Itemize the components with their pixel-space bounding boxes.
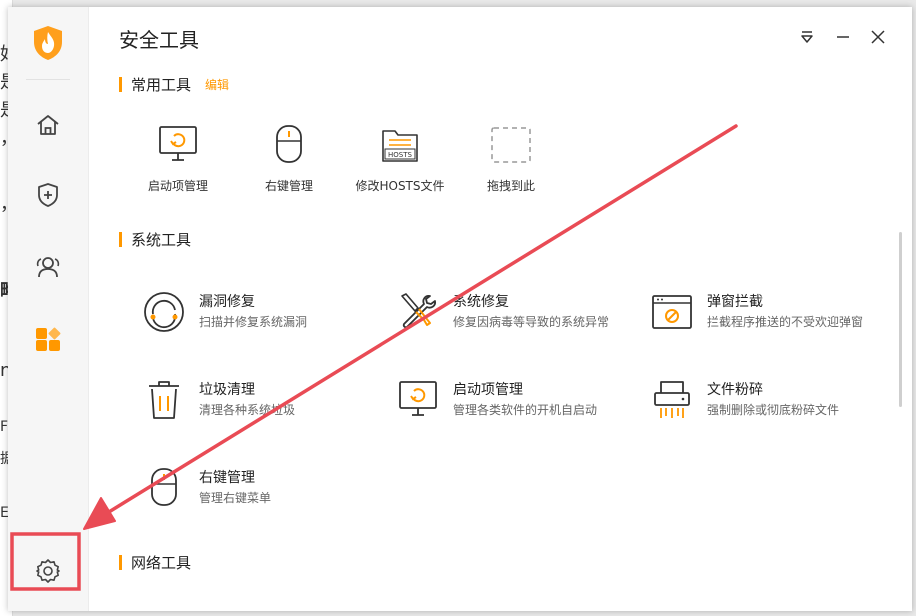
section-accent-bar: [119, 232, 122, 247]
apps-icon: [36, 327, 61, 351]
mouse-icon: [151, 468, 177, 506]
mouse-icon: [276, 125, 302, 163]
shredder-icon: [654, 381, 690, 418]
shield-plus-icon: [38, 183, 58, 207]
sidebar-item-settings[interactable]: [28, 551, 68, 591]
users-icon: [36, 257, 60, 278]
page-title: 安全工具: [119, 28, 199, 52]
popup-block-icon: [652, 295, 692, 329]
sidebar-divider: [26, 79, 70, 80]
tool-name: 垃圾清理: [199, 382, 255, 398]
trash-icon: [149, 381, 179, 419]
quick-tool-drop-target[interactable]: 拖拽到此: [456, 123, 566, 194]
close-button[interactable]: [866, 25, 890, 49]
section-title: 系统工具: [131, 231, 192, 249]
sidebar-item-toolbox[interactable]: [28, 320, 68, 360]
tool-description: 清理各种系统垃圾: [199, 403, 296, 417]
tool-description: 修复因病毒等导致的系统异常: [453, 315, 610, 329]
tool-description: 管理各类软件的开机自启动: [453, 403, 598, 417]
quick-tool-hosts-file[interactable]: HOSTS 修改HOSTS文件: [345, 123, 455, 194]
wrench-screwdriver-icon: [401, 293, 437, 329]
tool-startup-manager[interactable]: 启动项管理 管理各类软件的开机自启动: [395, 375, 645, 425]
tool-name: 文件粉碎: [707, 382, 763, 398]
menu-dropdown-button[interactable]: [795, 25, 819, 49]
tool-name: 系统修复: [453, 294, 509, 310]
tool-description: 扫描并修复系统漏洞: [199, 315, 308, 329]
tool-name: 右键管理: [199, 470, 255, 486]
close-icon: [871, 30, 885, 44]
background-text: E: [0, 505, 9, 521]
tool-popup-block[interactable]: 弹窗拦截 拦截程序推送的不受欢迎弹窗: [649, 287, 899, 337]
monitor-startup-icon: [159, 126, 197, 161]
tool-context-menu[interactable]: 右键管理 管理右键菜单: [141, 463, 391, 513]
hosts-folder-icon: HOSTS: [382, 130, 418, 162]
dropdown-triangle-icon: [801, 31, 813, 43]
vulnerability-fix-icon: [144, 292, 184, 332]
tool-system-repair[interactable]: 系统修复 修复因病毒等导致的系统异常: [395, 287, 645, 337]
sidebar-item-users[interactable]: [28, 247, 68, 287]
quick-tool-context-menu[interactable]: 右键管理: [234, 123, 344, 194]
minimize-button[interactable]: [831, 25, 855, 49]
tool-name: 漏洞修复: [199, 294, 255, 310]
tool-vulnerability-fix[interactable]: 漏洞修复 扫描并修复系统漏洞: [141, 287, 391, 337]
scrollbar-thumb[interactable]: [899, 232, 902, 407]
drop-target-icon: [491, 127, 531, 163]
tool-description: 拦截程序推送的不受欢迎弹窗: [707, 315, 864, 329]
quick-tool-label: 修改HOSTS文件: [355, 179, 445, 193]
minimize-icon: [837, 36, 849, 38]
section-accent-bar: [119, 555, 122, 570]
security-tools-window: 安全工具 常用工具 编辑: [8, 7, 912, 611]
edit-link[interactable]: 编辑: [205, 78, 230, 92]
tool-description: 强制删除或彻底粉碎文件: [707, 403, 840, 417]
tool-name: 弹窗拦截: [707, 294, 763, 310]
quick-tool-label: 右键管理: [264, 179, 313, 193]
network-tools-header: 网络工具: [119, 552, 191, 573]
main-panel: 安全工具 常用工具 编辑: [89, 7, 912, 611]
sidebar-item-protection[interactable]: [28, 175, 68, 215]
tool-name: 启动项管理: [453, 382, 523, 398]
hosts-icon-text: HOSTS: [388, 151, 412, 159]
section-accent-bar: [119, 77, 122, 92]
home-icon: [37, 115, 59, 135]
app-logo-icon: [34, 26, 62, 60]
tool-junk-clean[interactable]: 垃圾清理 清理各种系统垃圾: [141, 375, 391, 425]
section-title: 常用工具: [131, 76, 192, 94]
sidebar-item-home[interactable]: [28, 105, 68, 145]
common-tools-header: 常用工具 编辑: [119, 74, 229, 95]
section-title: 网络工具: [131, 554, 192, 572]
system-tools-header: 系统工具: [119, 229, 191, 250]
tool-file-shredder[interactable]: 文件粉碎 强制删除或彻底粉碎文件: [649, 375, 899, 425]
gear-icon: [36, 559, 60, 583]
monitor-startup-icon: [399, 381, 437, 416]
sidebar: [8, 7, 89, 611]
quick-tool-label: 拖拽到此: [486, 179, 535, 193]
quick-tool-label: 启动项管理: [147, 179, 208, 193]
tool-description: 管理右键菜单: [199, 491, 272, 505]
quick-tool-startup-manager[interactable]: 启动项管理: [123, 123, 233, 194]
